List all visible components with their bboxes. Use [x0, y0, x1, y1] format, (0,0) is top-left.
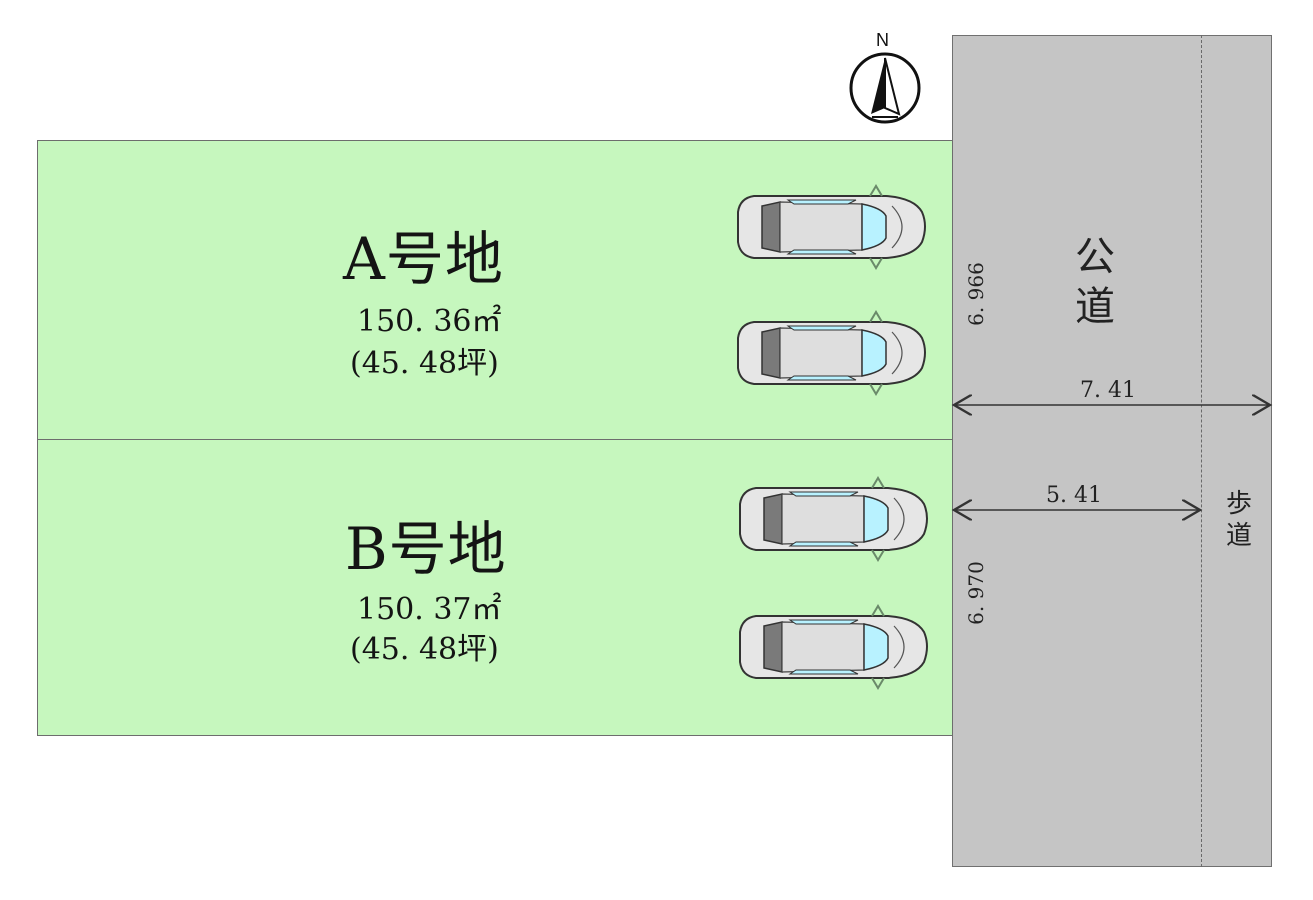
- sidewalk-boundary-line: [1201, 35, 1202, 867]
- sidewalk-label: 歩 道: [1219, 488, 1259, 552]
- lot-b-name: B号地: [345, 515, 507, 583]
- lot-a-area: 150. 36㎡: [357, 304, 502, 339]
- sidewalk-label-line2: 道: [1225, 521, 1252, 551]
- car-icon: [739, 477, 928, 561]
- lot-a-tsubo: (45. 48坪): [350, 346, 499, 381]
- lot-a: [37, 140, 953, 440]
- lot-b-tsubo: (45. 48坪): [350, 632, 499, 667]
- public-road-label-line1: 公: [1075, 234, 1115, 280]
- public-road: [952, 35, 1272, 867]
- compass-label: N: [876, 30, 889, 50]
- car-icon: [737, 185, 926, 269]
- public-road-label: 公 道: [1065, 232, 1125, 332]
- lot-a-name: A号地: [343, 225, 504, 293]
- north-arrow-icon: [849, 52, 921, 124]
- lot-b-area: 150. 37㎡: [357, 592, 502, 627]
- car-icon: [737, 311, 926, 395]
- sidewalk-label-line1: 歩: [1225, 489, 1252, 519]
- public-road-label-line2: 道: [1075, 284, 1115, 330]
- car-icon: [739, 605, 928, 689]
